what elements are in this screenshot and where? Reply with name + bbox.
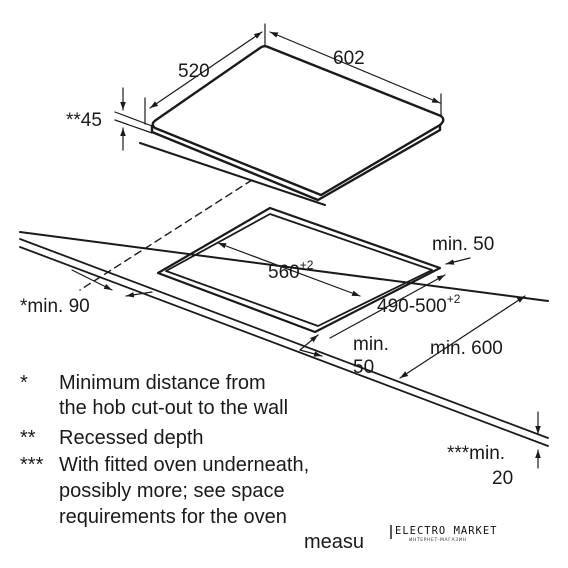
label-front-clearance-1: min. — [353, 334, 389, 355]
electro-market-logo: ELECTRO MARKET ИНТЕРНЕТ-МАГАЗИН — [390, 525, 498, 543]
note3-line3: requirements for the oven — [59, 506, 287, 528]
label-hob-width: 602 — [333, 48, 365, 69]
projection-dashed-line — [79, 179, 253, 291]
cutout-width-base: 560 — [268, 262, 300, 283]
dim-line-490-500 — [329, 274, 446, 339]
label-worktop-thickness-1: ***min. — [447, 443, 505, 464]
note3-line2: possibly more; see space — [59, 480, 285, 502]
dim-line-min90 — [71, 269, 113, 291]
label-recessed-depth: **45 — [66, 110, 102, 131]
logo-sub-text: ИНТЕРНЕТ-МАГАЗИН — [409, 537, 467, 543]
cutout-depth-base: 490-500 — [377, 296, 447, 317]
footnotes: * Minimum distance from the hob cut-out … — [20, 372, 364, 553]
label-worktop-thickness-2: 20 — [492, 468, 513, 489]
hob-plate — [150, 45, 445, 202]
label-worktop-depth: min. 600 — [430, 338, 503, 359]
label-front-clearance-2: 50 — [353, 357, 374, 378]
dim-line-min600 — [399, 295, 526, 379]
note1-line2: the hob cut-out to the wall — [59, 397, 288, 419]
dim-line-602 — [269, 31, 441, 104]
note1-line1: Minimum distance from — [59, 372, 266, 394]
note3-line1: With fitted oven underneath, — [59, 454, 309, 476]
logo-main-text: ELECTRO MARKET — [395, 525, 498, 537]
dim-line-min50-rear — [445, 257, 471, 265]
label-hob-depth: 520 — [178, 61, 210, 82]
cutout-depth-tol: +2 — [447, 292, 461, 306]
label-wall-clearance: *min. 90 — [20, 296, 90, 317]
note1-mark: * — [20, 372, 28, 394]
note3-mark: *** — [20, 454, 44, 476]
dim-line-560 — [217, 242, 361, 297]
dim-line-520 — [149, 31, 263, 109]
cutout-width-tol: +2 — [300, 258, 314, 272]
label-cutout-depth: 490-500+2 — [377, 292, 461, 317]
dim-line-min50-front — [299, 334, 319, 351]
cutout-opening — [156, 206, 442, 334]
note3-line4: measu — [304, 531, 364, 553]
label-rear-clearance: min. 50 — [432, 234, 494, 255]
note2-mark: ** — [20, 427, 36, 449]
note2-line1: Recessed depth — [59, 427, 204, 449]
label-cutout-width: 560+2 — [268, 258, 314, 283]
